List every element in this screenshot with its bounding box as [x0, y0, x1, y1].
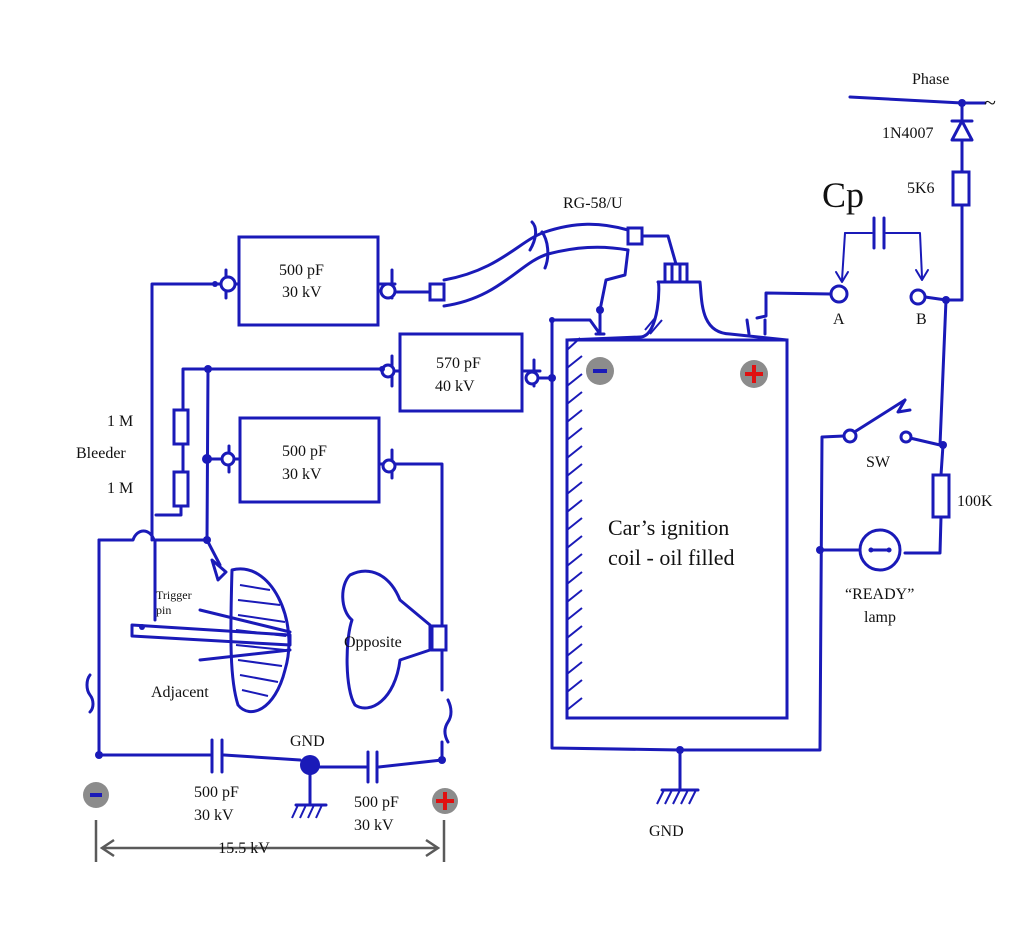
cap-lower-voltage: 30 kV: [282, 466, 322, 483]
ready-lamp-line1: “READY”: [845, 586, 914, 603]
point-a-label: A: [833, 311, 845, 328]
resistor-5k6-label: 5K6: [907, 180, 935, 197]
ignition-coil: [549, 262, 789, 805]
phase-label: Phase: [912, 71, 949, 88]
cp-label: Cp: [822, 175, 864, 215]
trigger-label-line1: Trigger: [156, 588, 192, 602]
diode-label: 1N4007: [882, 125, 934, 142]
cap-top-value: 500 pF: [279, 262, 324, 279]
bottom-capacitor-bank: [95, 738, 446, 819]
capacitor-middle: [181, 332, 556, 413]
sw-label: SW: [866, 454, 891, 471]
voltage-dimension: [94, 820, 446, 862]
bleeder-r-top: 1 M: [107, 413, 133, 430]
point-b-label: B: [916, 311, 927, 328]
cap-bl-voltage: 30 kV: [194, 807, 234, 824]
coil-body: [565, 338, 789, 720]
coil-plus-terminal: [740, 360, 768, 388]
terminal-a: [829, 284, 849, 304]
coil-minus-terminal: [586, 357, 614, 385]
cap-br-voltage: 30 kV: [354, 817, 394, 834]
r-100k-label: 100K: [957, 493, 993, 510]
gnd-right-label: GND: [649, 823, 684, 840]
phase-input: [848, 95, 987, 304]
cap-br-value: 500 pF: [354, 794, 399, 811]
terminal-b: [909, 288, 927, 306]
cp-capacitor: [835, 216, 929, 283]
bleeder-resistors: [154, 408, 190, 517]
bottom-minus-terminal: [83, 782, 109, 808]
opposite-label: Opposite: [344, 634, 402, 651]
trigger-label-line2: pin: [156, 603, 171, 617]
cap-middle-value: 570 pF: [436, 355, 481, 372]
capacitor-top: [150, 235, 402, 542]
coil-label-line1: Car’s ignition: [608, 515, 729, 540]
coax-label: RG-58/U: [563, 195, 623, 212]
cap-bl-value: 500 pF: [194, 784, 239, 801]
ready-circuit: [678, 298, 951, 752]
cap-middle-voltage: 40 kV: [435, 378, 475, 395]
ready-lamp-line2: lamp: [864, 609, 896, 626]
cap-lower-value: 500 pF: [282, 443, 327, 460]
ac-symbol: ~: [984, 90, 996, 115]
bleeder-r-bottom: 1 M: [107, 480, 133, 497]
voltage-span-label: 15.5 kV: [218, 840, 270, 857]
coax-cable: [398, 220, 678, 336]
cap-top-voltage: 30 kV: [282, 284, 322, 301]
capacitor-lower: [202, 367, 444, 628]
adjacent-label: Adjacent: [151, 684, 209, 701]
coil-label-line2: coil - oil filled: [608, 545, 734, 570]
bleeder-label: Bleeder: [76, 445, 126, 462]
gnd-center-label: GND: [290, 733, 325, 750]
bottom-plus-terminal: [432, 788, 458, 814]
spark-gap: [85, 529, 453, 762]
